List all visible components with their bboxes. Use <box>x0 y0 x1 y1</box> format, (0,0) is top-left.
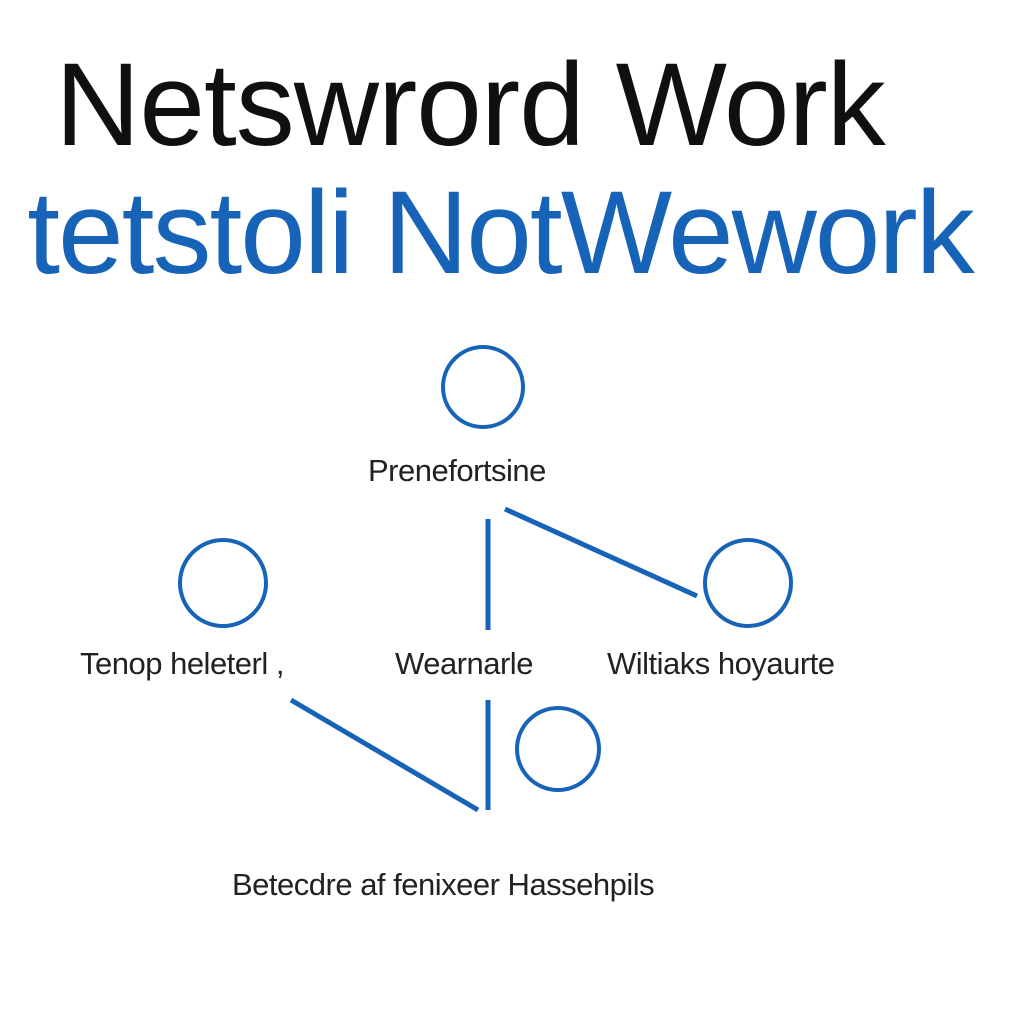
bottom-node-circle <box>515 706 601 792</box>
top-node-circle <box>441 345 525 429</box>
right-node-label: Wiltiaks hoyaurte <box>607 646 835 681</box>
bottom-node-label: Betecdre af fenixeer Hassehpils <box>232 867 655 902</box>
right-node-circle <box>703 538 793 628</box>
diagonal-lower-edge <box>289 697 480 813</box>
left-node-circle <box>178 538 268 628</box>
top-node-label: Prenefortsine <box>368 453 546 488</box>
diagonal-upper-edge <box>503 506 699 599</box>
title-line-secondary: tetstoli NotWework <box>27 167 974 299</box>
title-line-primary: Netswrord Work <box>55 39 886 171</box>
center-node-label: Wearnarle <box>395 646 533 681</box>
left-node-label: Tenop heleterl , <box>80 646 284 681</box>
